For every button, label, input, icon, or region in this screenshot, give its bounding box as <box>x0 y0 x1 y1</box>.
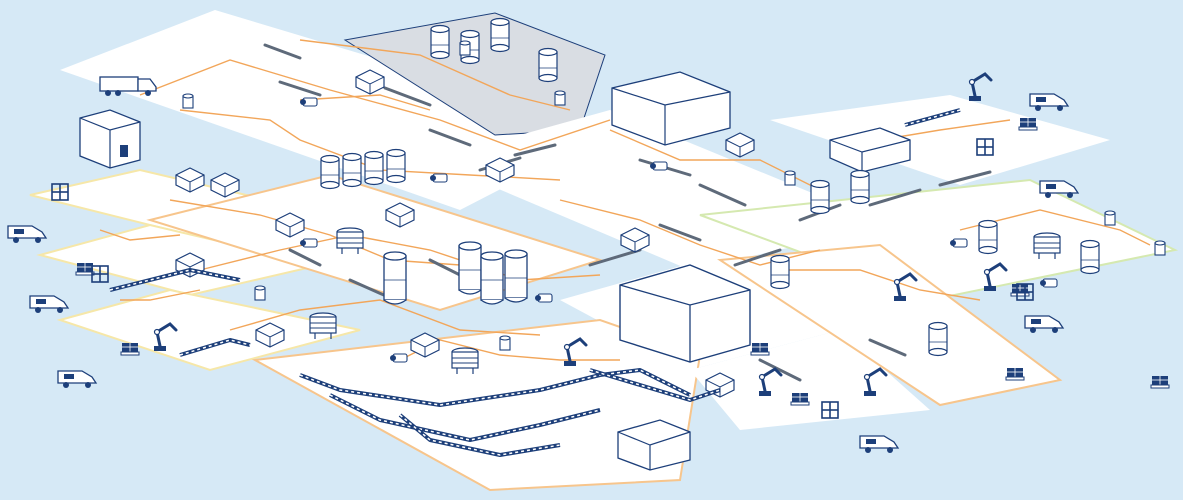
silo-icon <box>458 241 482 295</box>
tank-icon <box>770 254 790 290</box>
platform-dispatch-right <box>717 243 1063 407</box>
delivery-van-icon <box>1029 93 1069 112</box>
conveyor-belt-surface <box>589 369 721 401</box>
motor-icon <box>389 353 408 363</box>
pump-icon <box>459 40 471 56</box>
delivery-van-icon <box>1024 315 1064 334</box>
motor-icon <box>949 238 968 248</box>
tank-icon <box>342 152 362 188</box>
delivery-van-icon <box>57 370 97 389</box>
tank-icon <box>850 169 870 205</box>
pallet-icon <box>1150 375 1170 389</box>
tank-icon <box>320 154 340 190</box>
conveyor-belt-surface <box>329 394 601 441</box>
pump-icon <box>554 90 566 106</box>
delivery-van-icon <box>7 225 47 244</box>
pallet-icon <box>1010 283 1030 297</box>
buildings <box>79 71 911 471</box>
motor-icon <box>429 173 448 183</box>
motor-icon <box>534 293 553 303</box>
pallet-icon <box>1018 117 1038 131</box>
silo-icon <box>383 251 407 305</box>
equipment-box-icon <box>725 132 755 158</box>
pump-icon <box>784 170 796 186</box>
pallet-icon <box>750 342 770 356</box>
robot-arm-icon <box>967 72 993 103</box>
pump-icon <box>1104 210 1116 226</box>
pallet-icon <box>120 342 140 356</box>
motor-icon <box>1039 278 1058 288</box>
conveyor-belt-surface <box>109 269 241 291</box>
silo-icon <box>504 249 528 303</box>
silo-icon <box>480 251 504 305</box>
pump-icon <box>499 335 511 351</box>
platforms <box>29 10 1179 492</box>
storage-building-icon <box>79 109 141 169</box>
platform-tank-farm-grey <box>343 12 606 136</box>
tank-icon <box>810 179 830 215</box>
tank-icon <box>978 219 998 255</box>
delivery-van-icon <box>859 435 899 454</box>
platform-packaging <box>251 318 702 492</box>
tank-icon <box>386 148 406 184</box>
motor-icon <box>299 97 318 107</box>
tank-icon <box>364 150 384 186</box>
delivery-van-icon <box>29 295 69 314</box>
pump-icon <box>1154 240 1166 256</box>
oven-building-icon <box>829 127 911 173</box>
pump-icon <box>254 285 266 301</box>
intake-building-icon <box>611 71 731 146</box>
conveyor-belt-surface <box>399 414 561 456</box>
motor-icon <box>299 238 318 248</box>
cold-store-building-icon <box>617 419 691 471</box>
warehouse-icon <box>619 264 751 363</box>
motor-icon <box>649 161 668 171</box>
pallet-icon <box>790 392 810 406</box>
tank-icon <box>1080 239 1100 275</box>
tank-icon <box>538 47 558 83</box>
platform-right-upper <box>770 95 1110 185</box>
tank-icon <box>928 321 948 357</box>
platform-conveyor-area <box>690 330 930 430</box>
equipment-layer <box>7 17 1170 457</box>
tank-icon <box>490 17 510 53</box>
pallet-icon <box>1005 367 1025 381</box>
pump-icon <box>182 93 194 109</box>
conveyor-icon <box>179 338 251 357</box>
conveyor-belt-surface <box>299 369 691 406</box>
tank-icon <box>430 24 450 60</box>
conveyor-icon <box>904 108 961 127</box>
